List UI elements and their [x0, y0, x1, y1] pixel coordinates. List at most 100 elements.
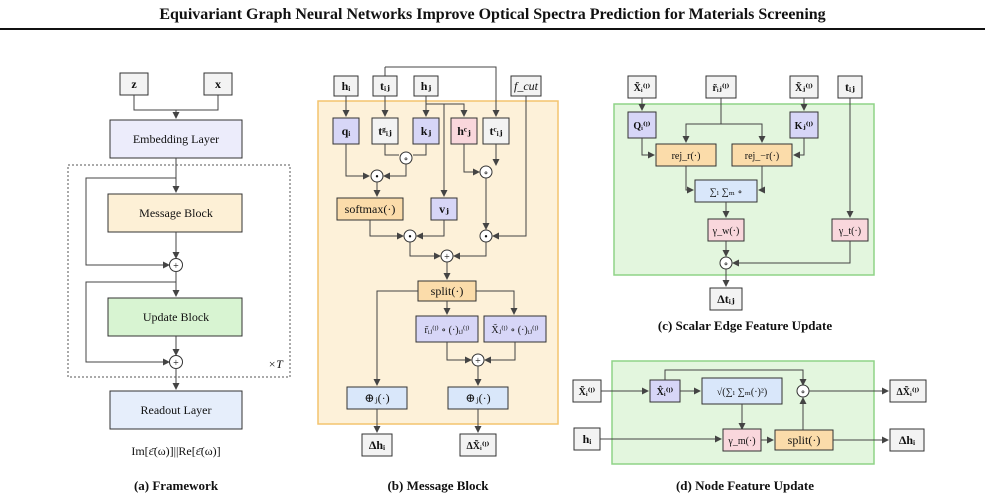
v-j-label: vⱼ [439, 202, 449, 216]
edge-q-dot [345, 144, 370, 180]
readout-layer-box [109, 390, 243, 430]
caption-scalar-edge-update: (c) Scalar Edge Feature Update [658, 318, 832, 333]
edge-r-rej1 [682, 98, 722, 143]
dot-op-attn-symbol: • [375, 172, 379, 183]
q-i-label: qᵢ [342, 124, 351, 138]
edge-circ-dot [383, 164, 407, 180]
update-block-label: Update Block [143, 310, 209, 324]
X-j-op-label: X̃ⱼ⁽ˡ⁾ ∘ (·)ᵢⱼ⁽ˡ⁾ [491, 323, 538, 336]
panel-message-block: hᵢ tᵢⱼ hⱼ f_cut qᵢ tᵍᵢⱼ kⱼ hᶜⱼ tᶜᵢⱼ ∘ [317, 66, 559, 493]
input-t-ij-label: tᵢⱼ [380, 79, 390, 93]
k-j-label: kⱼ [421, 124, 432, 138]
input-x-label: x [215, 77, 221, 91]
tc-ij-label: tᶜᵢⱼ [490, 124, 503, 138]
K-j-label: Kⱼ⁽ˡ⁾ [795, 121, 814, 132]
c-out-box [709, 287, 743, 311]
c-input-X-j-label: X̃ⱼ⁽ˡ⁾ [795, 81, 813, 94]
tc-ij-box [482, 117, 510, 145]
rej-label-1: rej_r(·) [672, 151, 701, 162]
K-j-box [789, 111, 819, 139]
dot-op-filter-symbol: • [484, 232, 488, 243]
framework-output: Im[ε̄(ω)]||Re[ε̄(ω)] [131, 444, 220, 458]
circ-op-node-symbol: ∘ [801, 387, 806, 398]
c-input-t-ij-label: tᵢⱼ [845, 80, 855, 94]
gamma-t-label: γ_t(·) [838, 226, 861, 237]
split-label: split(·) [431, 284, 464, 298]
r-ij-op-label: r̃ᵢⱼ⁽ˡ⁾ ∘ (·)ᵢⱼ⁽ˡ⁾ [425, 325, 470, 336]
tq-ij-label: tᵍᵢⱼ [378, 124, 392, 138]
repeat-frame [67, 164, 291, 378]
edge-r-rej2 [721, 123, 766, 143]
edge-X-plus [484, 342, 516, 364]
Q-i-box [627, 111, 657, 139]
norm-label: √(∑ₗ ∑ₘ(·)²) [717, 387, 767, 398]
rej-label-2: rej_−r(·) [745, 151, 780, 162]
d-input-X-i-label: X̃ᵢ⁽ˡ⁾ [579, 385, 596, 398]
embedding-layer-box [109, 119, 243, 159]
panel-scalar-edge-update: X̃ᵢ⁽ˡ⁾ r̃ᵢⱼ⁽ˡ⁾ X̃ⱼ⁽ˡ⁾ tᵢⱼ Qᵢ⁽ˡ⁾ Kⱼ⁽ˡ⁾ re… [613, 75, 875, 333]
circ-op-filter-symbol: ∘ [484, 168, 489, 179]
d-out-h-label: Δhᵢ [899, 433, 915, 447]
edge-z-embedding [133, 95, 180, 119]
plus-op-1-symbol: + [173, 261, 179, 272]
caption-message-block: (b) Message Block [387, 478, 489, 493]
dot-op-value-symbol: • [408, 232, 412, 243]
out-h-box [361, 433, 393, 457]
input-z-label: z [131, 77, 137, 91]
plus-op-message-symbol: + [444, 252, 450, 263]
gamma-w-label: γ_w(·) [712, 226, 740, 237]
repeat-label: ×T [268, 357, 284, 371]
out-X-box [459, 433, 497, 457]
c-input-X-i-label: X̃ᵢ⁽ˡ⁾ [634, 81, 651, 94]
edge-v-dot [416, 220, 445, 240]
message-block-frame [317, 100, 559, 425]
q-i-box [332, 117, 360, 145]
edge-tq-circ [384, 144, 399, 156]
c-out-label: Δtᵢⱼ [717, 292, 735, 306]
d-input-h-i-label: hᵢ [583, 432, 592, 446]
edge-rej1-sum [685, 166, 694, 194]
d-out-X-label: ΔX̃ᵢ⁽ˡ⁾ [897, 385, 920, 398]
plus-op-2-symbol: + [173, 358, 179, 369]
d-out-h-box [889, 428, 925, 452]
edge-x-embedding [176, 95, 219, 111]
hc-j-box [450, 117, 478, 145]
norm-box [701, 377, 783, 405]
caption-node-feature-update: (d) Node Feature Update [676, 478, 814, 493]
update-block-box [107, 297, 243, 337]
edge-value-plus [409, 242, 441, 260]
edge-split-X [476, 290, 518, 315]
edge-hc-circ [463, 144, 480, 176]
gamma-m-label: γ_m(·) [727, 436, 755, 447]
panel-framework: z x Embedding Layer ×T Message Block + U… [67, 72, 291, 493]
hc-j-label: hᶜⱼ [457, 124, 471, 138]
tq-ij-box [371, 117, 399, 145]
out-X-label: ΔX̃ᵢ⁽ˡ⁾ [467, 439, 490, 452]
input-f-cut-label: f_cut [514, 79, 539, 93]
embedding-layer-label: Embedding Layer [133, 132, 219, 146]
readout-layer-label: Readout Layer [141, 403, 212, 417]
d-split-label: split(·) [788, 433, 821, 447]
title-rule [0, 28, 985, 30]
agg-scalar-label: ⊕ⱼ(·) [364, 391, 389, 405]
page-title: Equivariant Graph Neural Networks Improv… [159, 6, 826, 23]
Q-i-label: Qᵢ⁽ˡ⁾ [633, 121, 650, 132]
edge-rej2-sum [758, 166, 765, 194]
r-ij-op-box [415, 315, 479, 343]
sum-label: ∑ₗ ∑ₘ ∘ [710, 187, 743, 198]
edge-K-rej2 [793, 138, 805, 159]
edge-h-j-v [426, 103, 448, 197]
c-input-r-ij-label: r̃ᵢⱼ⁽ˡ⁾ [712, 83, 729, 94]
softmax-label: softmax(·) [345, 202, 396, 216]
message-block-box [107, 193, 243, 233]
message-block-label: Message Block [139, 206, 213, 220]
edge-softmax-dot [369, 220, 404, 240]
agg-vector-label: ⊕ⱼ(·) [465, 391, 490, 405]
edge-filter-plus [453, 242, 487, 260]
edge-fcut-dot [492, 96, 527, 240]
X-hat-label: X̂ᵢ⁽ˡ⁾ [657, 385, 674, 398]
edge-k-circ [413, 144, 427, 156]
edge-split-agg1 [373, 290, 418, 386]
edge-t-ij-tc [385, 66, 500, 117]
